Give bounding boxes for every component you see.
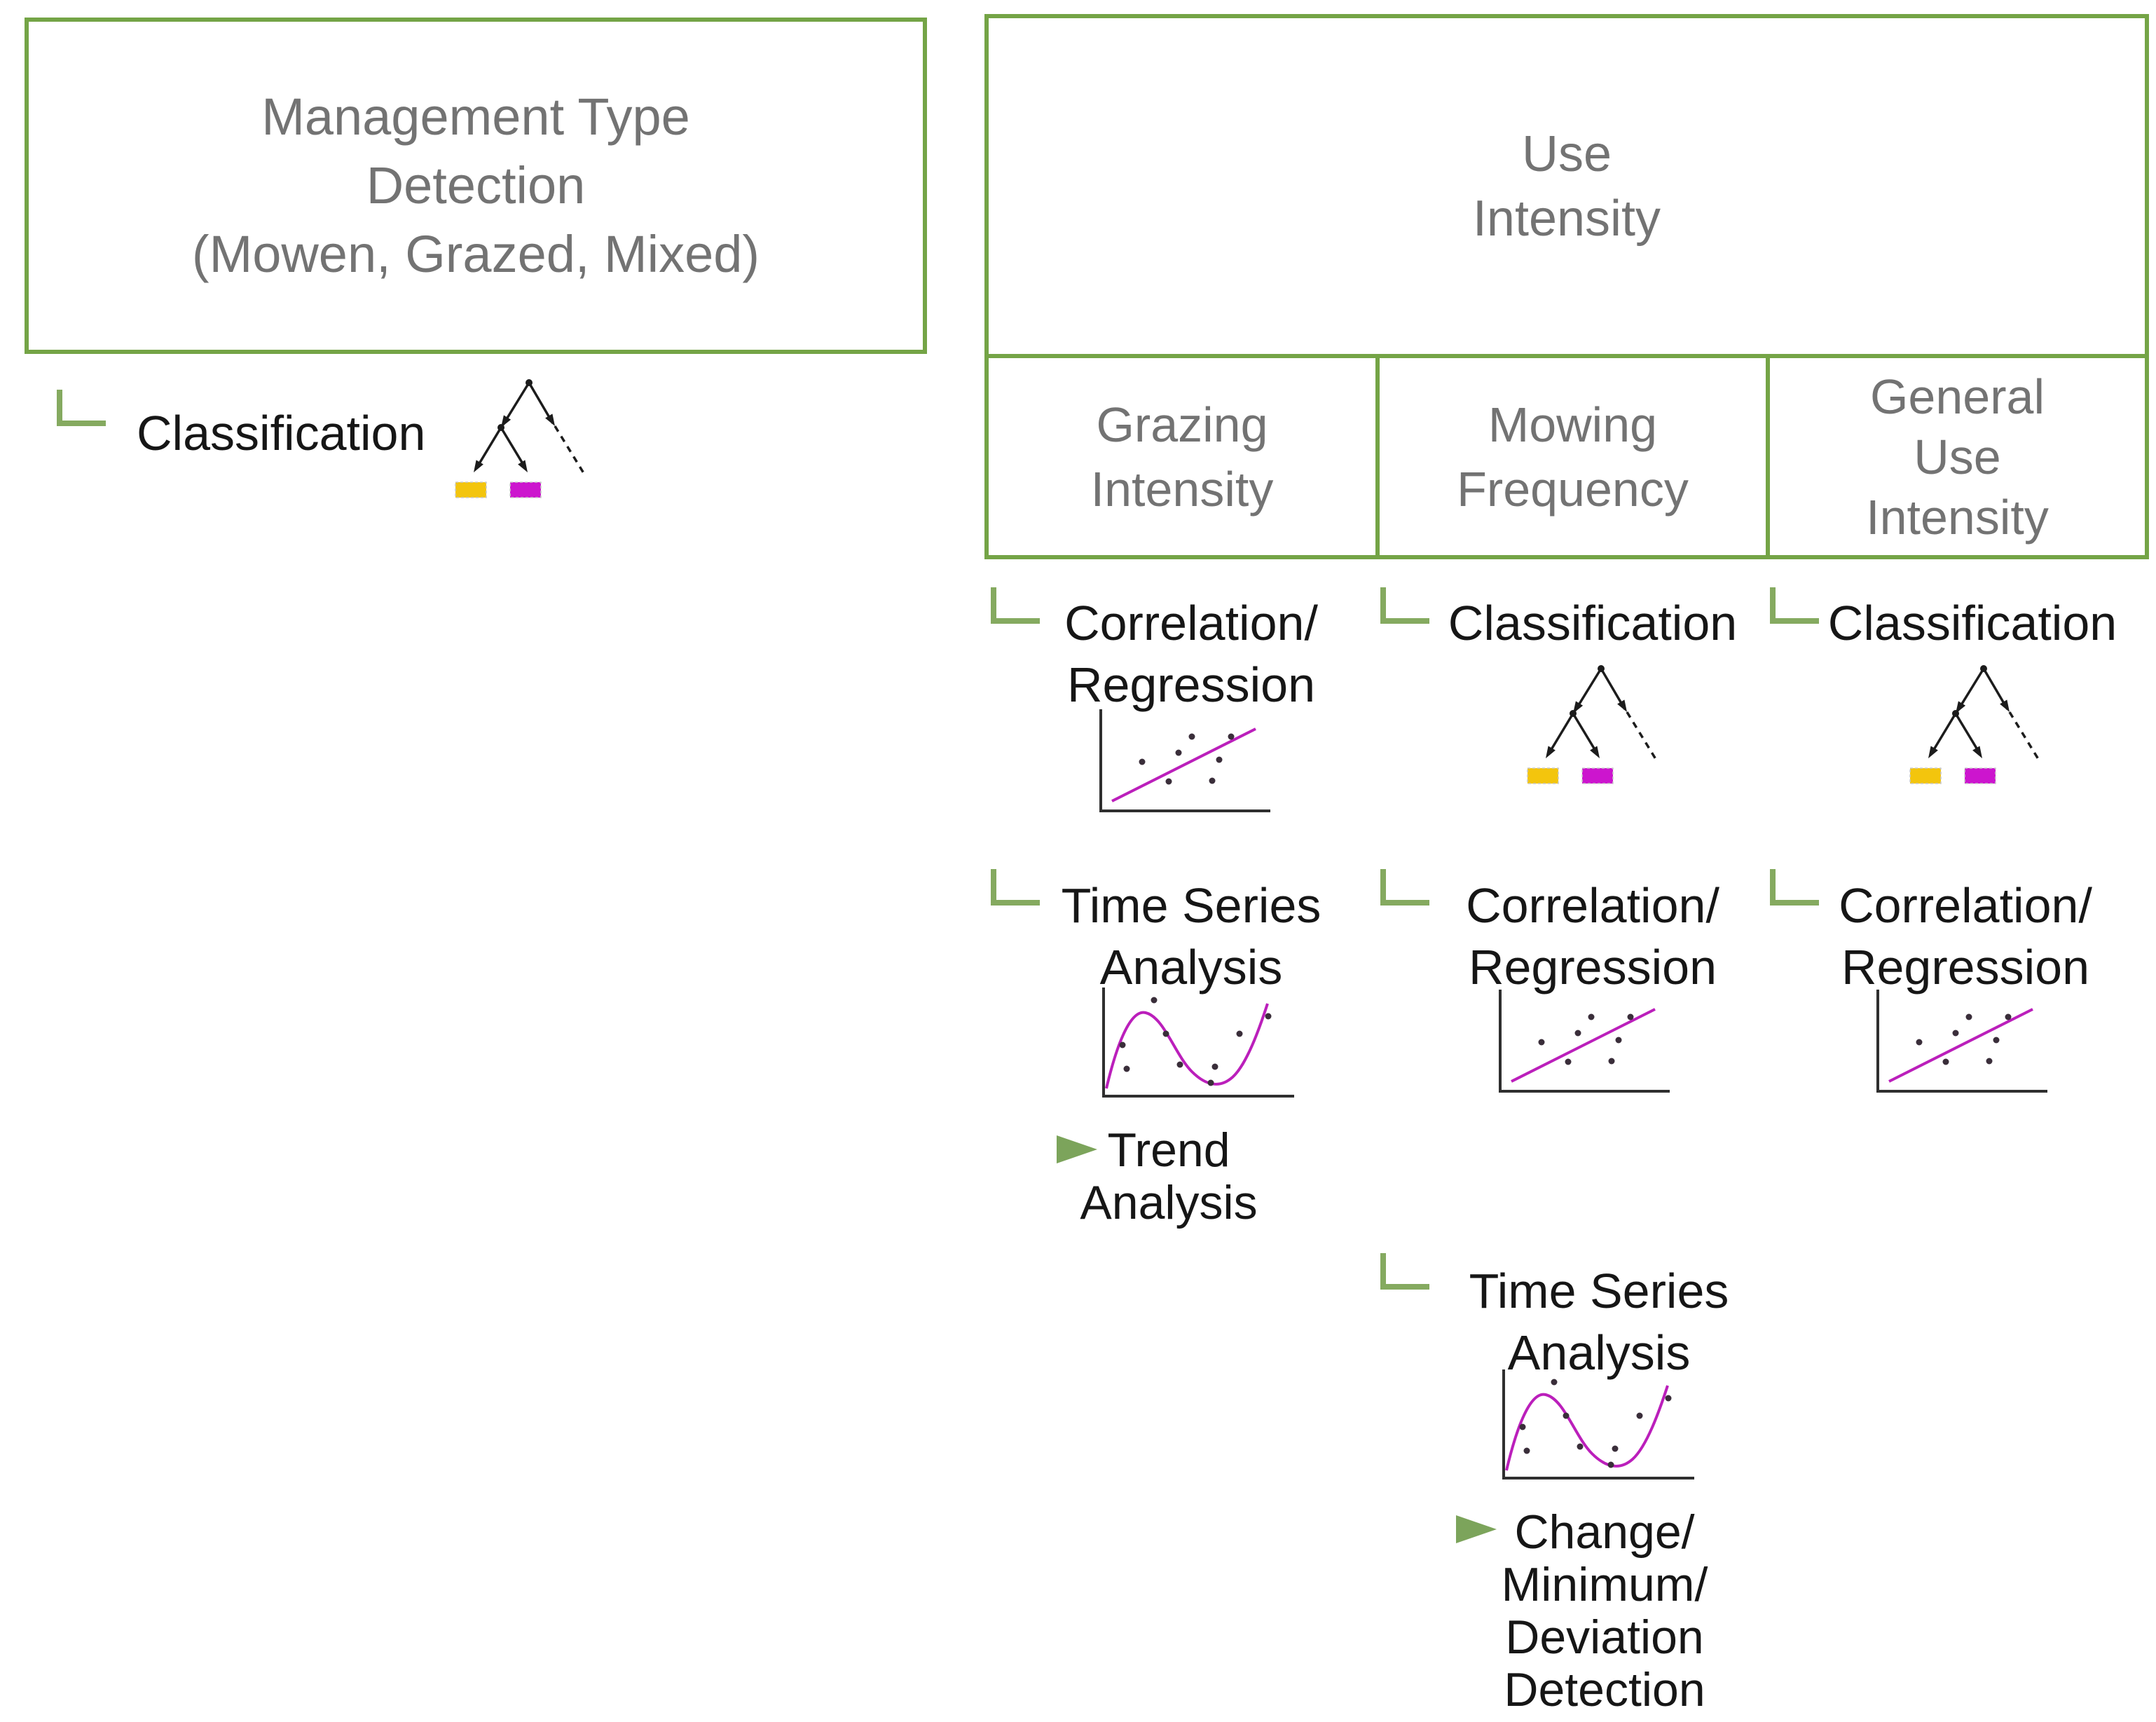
use-intensity-box: Use Intensity Grazing Intensity Mowing F… [984, 14, 2149, 559]
management-type-title: Management Type Detection (Mowen, Grazed… [29, 22, 923, 350]
trend-analysis-note: Trend Analysis [1080, 1123, 1258, 1229]
mowing-classification-label: Classification [1448, 596, 1738, 650]
mowing-time-series-analysis-label: Time Series Analysis [1469, 1264, 1729, 1380]
change-minimum-deviation-detection-note: Change/ Minimum/ Deviation Detection [1501, 1505, 1708, 1716]
decision-tree-icon [1527, 665, 1657, 784]
connector-elbow [57, 390, 106, 426]
time-series-icon [1102, 988, 1294, 1098]
management-type-box: Management Type Detection (Mowen, Grazed… [25, 18, 927, 354]
use-intensity-title: Use Intensity [989, 18, 2145, 358]
column-header-general-use-intensity: General Use Intensity [1766, 358, 2145, 555]
connector-elbow [1380, 1253, 1429, 1290]
result-arrow-icon [1456, 1515, 1497, 1543]
scatter-regression-icon [1876, 990, 2047, 1093]
connector-elbow [1770, 587, 1819, 624]
connector-elbow [1380, 587, 1429, 624]
column-header-mowing-frequency: Mowing Frequency [1375, 358, 1766, 555]
scatter-regression-icon [1499, 990, 1670, 1093]
connector-elbow [1770, 869, 1819, 906]
grazing-time-series-analysis-label: Time Series Analysis [1061, 878, 1321, 995]
scatter-regression-icon [1099, 709, 1270, 812]
grazing-correlation-regression-label: Correlation/ Regression [1064, 596, 1318, 712]
mowing-correlation-regression-label: Correlation/ Regression [1466, 878, 1719, 995]
connector-elbow [991, 869, 1040, 906]
time-series-icon [1502, 1369, 1694, 1480]
result-arrow-icon [1057, 1135, 1097, 1163]
title-line: Intensity [1472, 190, 1661, 247]
column-header-grazing-intensity: Grazing Intensity [1090, 397, 1274, 517]
title-line: Management Type [261, 88, 690, 146]
title-line: Use [1521, 125, 1612, 182]
decision-tree-icon [455, 379, 585, 498]
connector-elbow [1380, 869, 1429, 906]
title-line: Detection [366, 156, 586, 214]
general-correlation-regression-label: Correlation/ Regression [1839, 878, 2092, 995]
use-intensity-columns: Grazing Intensity Mowing Frequency Gener… [989, 358, 2145, 555]
general-classification-label: Classification [1827, 596, 2117, 650]
decision-tree-icon [1909, 665, 2040, 784]
left-classification-label: Classification [137, 406, 426, 460]
connector-elbow [991, 587, 1040, 624]
title-line: (Mowen, Grazed, Mixed) [191, 225, 760, 283]
